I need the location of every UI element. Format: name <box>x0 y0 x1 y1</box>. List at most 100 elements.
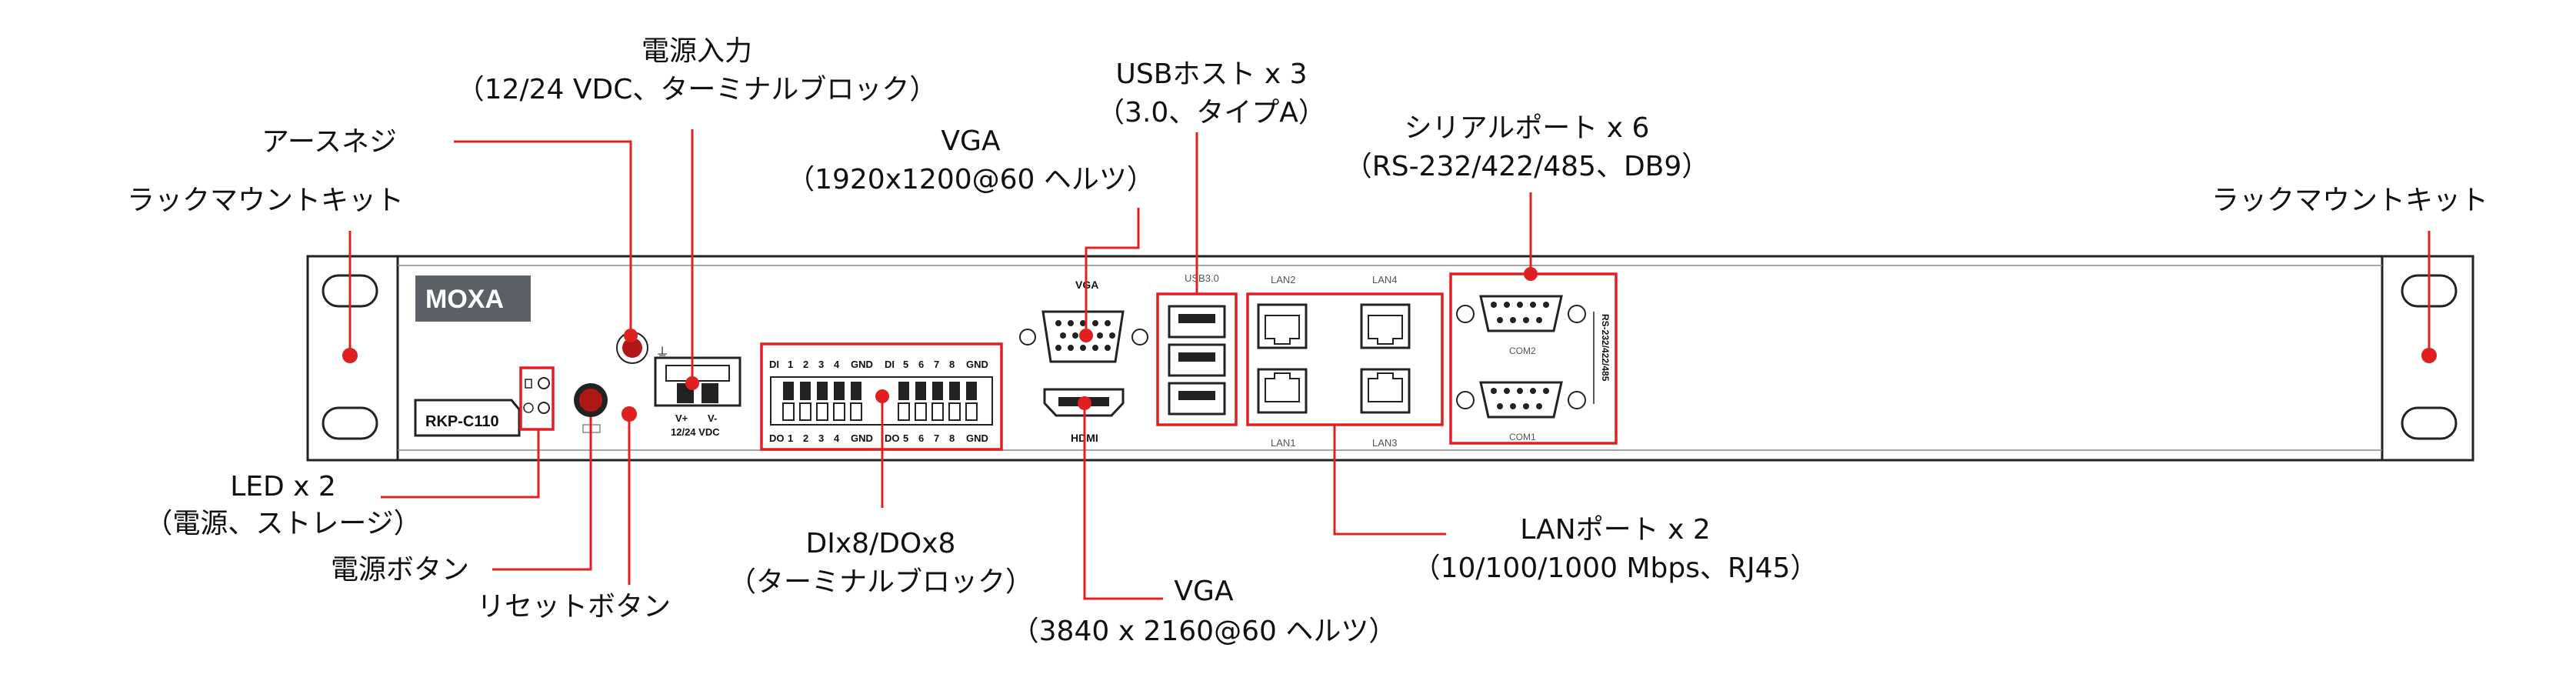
vga-pins <box>1055 320 1115 351</box>
do-header-label: 3 <box>818 432 824 444</box>
db9-pin <box>1491 388 1497 394</box>
svg-text:アースネジ: アースネジ <box>262 126 397 158</box>
lan-port-4 <box>1360 303 1411 349</box>
callout-lan-port: LANポート x 2 （10/100/1000 Mbps、RJ45） <box>1413 514 1818 584</box>
dio-pin-top <box>817 382 828 400</box>
di-header-label: 7 <box>934 359 939 370</box>
do-header-label: DO <box>885 432 900 444</box>
do-header-label: GND <box>966 432 988 444</box>
dio-pin-bottom <box>833 402 845 421</box>
lan-ports: LAN2 LAN4 LAN1 LAN3 <box>1246 274 1444 449</box>
svg-text:ラックマウントキット: ラックマウントキット <box>127 185 404 216</box>
lan-port-3 <box>1360 368 1411 414</box>
vga-pin <box>1072 332 1078 339</box>
svg-text:USBホスト x 3: USBホスト x 3 <box>1116 58 1308 90</box>
svg-text:USB3.0: USB3.0 <box>1185 272 1219 284</box>
db9-pins <box>1491 302 1549 409</box>
callout-hdmi-bottom: VGA （3840 x 2160@60 ヘルツ） <box>1011 576 1397 647</box>
svg-text:COM1: COM1 <box>1509 432 1536 442</box>
svg-text:V-: V- <box>708 412 717 424</box>
dio-pin-top <box>932 382 943 400</box>
do-header-label: 6 <box>918 432 924 444</box>
callout-led: LED x 2 （電源、ストレージ） <box>145 471 421 539</box>
di-header-label: GND <box>851 359 873 370</box>
db9-pin <box>1523 317 1529 323</box>
di-header-label: GND <box>966 359 988 370</box>
dio-pin-bottom <box>816 402 828 421</box>
dio-pin-bottom <box>931 402 944 421</box>
vga-pin <box>1080 320 1086 326</box>
dio-pin-bottom <box>915 402 927 421</box>
vga-pin <box>1080 345 1086 351</box>
dio-pin-top <box>851 382 861 400</box>
dio-pin-bottom <box>782 402 795 421</box>
svg-text:RS-232/422/485: RS-232/422/485 <box>1600 314 1611 382</box>
usb-ports: USB3.0 <box>1156 272 1238 426</box>
db9-pin <box>1504 302 1510 308</box>
status-leds <box>519 366 555 431</box>
di-header-label: 3 <box>818 359 824 370</box>
dio-pin-bottom <box>948 402 961 421</box>
svg-text:シリアルポート x 6: シリアルポート x 6 <box>1405 112 1650 144</box>
lan-port-1 <box>1257 368 1308 414</box>
lan-port-2 <box>1257 303 1308 349</box>
do-header-label: 8 <box>949 432 955 444</box>
svg-text:LAN1: LAN1 <box>1271 437 1296 449</box>
callout-power-input: 電源入力 （12/24 VDC、ターミナルブロック） <box>457 35 938 105</box>
callout-dio: DIx8/DOx8 （ターミナルブロック） <box>728 528 1033 598</box>
vga-pin <box>1092 345 1098 351</box>
do-header-label: DO <box>769 432 785 444</box>
svg-text:LAN3: LAN3 <box>1372 437 1398 449</box>
db9-pin <box>1530 388 1536 394</box>
vga-pin <box>1105 320 1111 326</box>
vga-pin <box>1097 332 1103 339</box>
dio-pin-bottom <box>850 402 862 421</box>
di-header-label: 5 <box>903 359 908 370</box>
callout-power-button: 電源ボタン <box>331 554 469 586</box>
dio-pin-top <box>949 382 960 400</box>
callout-usb-host: USBホスト x 3 （3.0、タイプA） <box>1097 58 1326 129</box>
svg-text:DIx8/DOx8: DIx8/DOx8 <box>806 528 956 559</box>
svg-text:電源入力: 電源入力 <box>642 35 752 67</box>
reset-button[interactable] <box>622 406 637 422</box>
db9-pin <box>1536 317 1542 323</box>
vga-pin <box>1092 320 1098 326</box>
svg-text:（RS-232/422/485、DB9）: （RS-232/422/485、DB9） <box>1345 151 1710 182</box>
vga-pin <box>1109 332 1115 339</box>
callout-reset-button: リセットボタン <box>477 591 671 623</box>
db9-pin <box>1504 388 1510 394</box>
callout-rack-mount-left: ラックマウントキット <box>127 185 404 216</box>
dio-pin-top <box>783 382 794 400</box>
db9-pin <box>1510 403 1516 409</box>
do-header-label: GND <box>851 432 873 444</box>
svg-text:RKP-C110: RKP-C110 <box>425 413 499 430</box>
dio-pin-top <box>800 382 811 400</box>
di-header-label: 1 <box>788 359 793 370</box>
dio-pin-top <box>898 382 909 400</box>
di-header-label: DI <box>769 359 779 370</box>
svg-text:（12/24 VDC、ターミナルブロック）: （12/24 VDC、ターミナルブロック） <box>457 74 938 105</box>
vga-pin <box>1060 332 1066 339</box>
svg-text:LAN2: LAN2 <box>1271 274 1296 285</box>
db9-pin <box>1497 317 1503 323</box>
svg-text:VGA: VGA <box>1174 576 1234 607</box>
db9-pin <box>1510 317 1516 323</box>
dio-pin-bottom <box>965 402 978 421</box>
db9-pin <box>1543 302 1549 308</box>
svg-text:（ターミナルブロック）: （ターミナルブロック） <box>728 566 1033 598</box>
vga-pin <box>1055 345 1061 351</box>
svg-text:LED x 2: LED x 2 <box>230 471 336 502</box>
svg-text:VGA: VGA <box>941 125 1001 157</box>
db9-pin <box>1491 302 1497 308</box>
svg-text:MOXA: MOXA <box>425 285 504 314</box>
db9-pin <box>1543 388 1549 394</box>
callout-serial-port: シリアルポート x 6 （RS-232/422/485、DB9） <box>1345 112 1710 182</box>
svg-text:LANポート x 2: LANポート x 2 <box>1520 514 1711 546</box>
db9-pin <box>1536 403 1542 409</box>
vga-pin <box>1068 320 1074 326</box>
di-header-label: 8 <box>949 359 955 370</box>
vga-pin <box>1055 320 1061 326</box>
di-header-label: 4 <box>834 359 840 370</box>
